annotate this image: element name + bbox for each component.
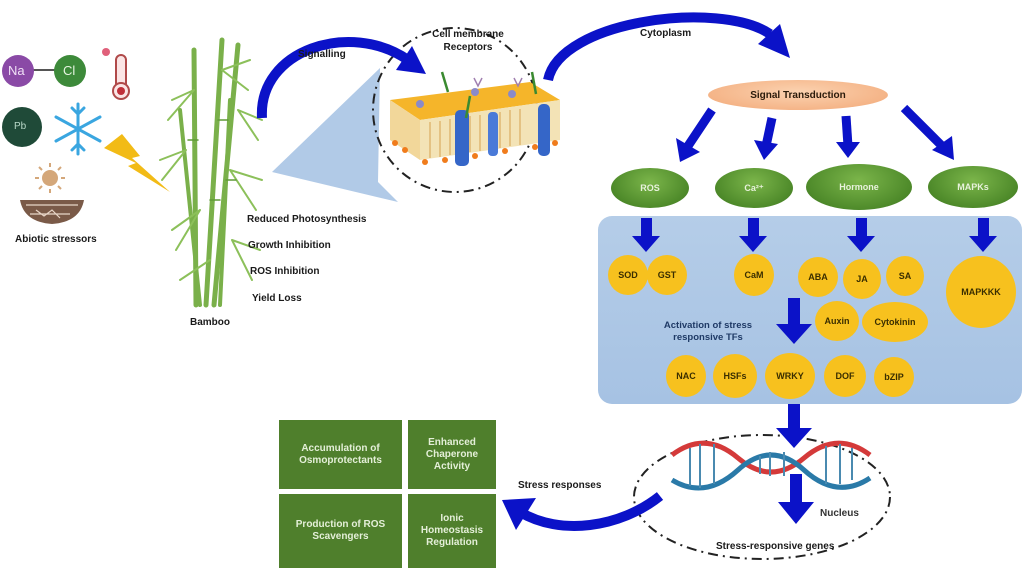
membrane-label-line2: Receptors (443, 42, 493, 53)
response-line: Scavengers (312, 531, 369, 542)
nucleus-label: Nucleus (820, 508, 859, 519)
product-mapkkk: MAPKKK (946, 256, 1016, 328)
response-line: Osmoprotectants (299, 454, 382, 466)
pathway-calcium-node: Ca²⁺ (715, 168, 793, 208)
tf-hsfs: HSFs (713, 354, 757, 398)
tf-wrky: WRKY (765, 353, 815, 399)
stress-response-arrow (517, 492, 664, 531)
response-line: Production of ROS (295, 519, 386, 530)
cytoplasm-arrow (543, 12, 773, 82)
transduction-arrows (676, 104, 954, 162)
dna-helix-icon (670, 440, 872, 491)
effect-ros-inhibition: ROS Inhibition (250, 266, 320, 277)
bamboo-label: Bamboo (190, 317, 230, 328)
tf-activation-line1: Activation of stress (663, 320, 753, 331)
product-sod: SOD (608, 255, 648, 295)
product-auxin: Auxin (815, 301, 859, 341)
response-line: Enhanced (428, 436, 476, 448)
product-sa: SA (886, 256, 924, 296)
response-line: Regulation (426, 537, 478, 548)
response-line: Homeostasis (420, 525, 484, 536)
signalling-arrowhead (396, 46, 426, 74)
pathway-ros-node: ROS (611, 168, 689, 208)
product-aba: ABA (798, 257, 838, 297)
thermometer-icon (102, 48, 130, 100)
tf-activation-label: Activation of stress responsive TFs (640, 320, 776, 344)
response-line: Ionic (440, 513, 464, 524)
lead-icon (2, 107, 42, 147)
effect-growth-inhibition: Growth Inhibition (248, 240, 331, 251)
na-label: Na (8, 63, 25, 78)
response-line: Activity (433, 460, 471, 472)
product-ja: JA (843, 259, 881, 299)
effect-reduced-photosynthesis: Reduced Photosynthesis (247, 214, 367, 225)
tf-activation-line2: responsive TFs (673, 332, 743, 343)
signalling-arrow (256, 37, 411, 119)
pathway-mapks-node: MAPKs (928, 166, 1018, 208)
nucleus-arrows (776, 400, 814, 524)
cytoplasm-arrowhead (758, 24, 790, 58)
signalling-label: Signalling (298, 49, 346, 60)
nucleus-ellipse (633, 434, 891, 560)
tf-nac: NAC (666, 355, 706, 397)
membrane-label-line1: Cell membrane (432, 29, 504, 40)
product-cytokinin: Cytokinin (862, 302, 928, 342)
product-gst: GST (647, 255, 687, 295)
tf-dof: DOF (824, 355, 866, 397)
stress-genes-label: Stress-responsive genes (716, 541, 835, 552)
sun-icon (35, 163, 65, 193)
membrane-receptors-label: Cell membrane Receptors (420, 28, 516, 54)
cell-membrane-bilayer-icon (390, 71, 560, 166)
cracked-soil-icon (20, 200, 84, 224)
response-line: Chaperone (425, 448, 479, 460)
stress-response-arrowhead (502, 498, 536, 530)
effect-yield-loss: Yield Loss (252, 293, 302, 304)
response-line: Accumulation of (301, 442, 380, 454)
abiotic-stressors-label: Abiotic stressors (15, 234, 97, 245)
cytoplasm-label: Cytoplasm (640, 28, 692, 39)
bamboo-plant-icon (159, 37, 263, 308)
product-cam: CaM (734, 254, 774, 296)
signal-transduction-node: Signal Transduction (708, 80, 888, 110)
lightning-icon (104, 134, 170, 192)
snowflake-icon (54, 102, 102, 156)
sodium-chloride-icon (2, 55, 86, 87)
pb-label: Pb (14, 121, 27, 132)
stress-responses-label: Stress responses (518, 480, 602, 491)
zoom-wedge (272, 68, 398, 202)
pathway-hormone-node: Hormone (806, 164, 912, 210)
tf-bzip: bZIP (874, 357, 914, 397)
cl-label: Cl (63, 63, 76, 78)
